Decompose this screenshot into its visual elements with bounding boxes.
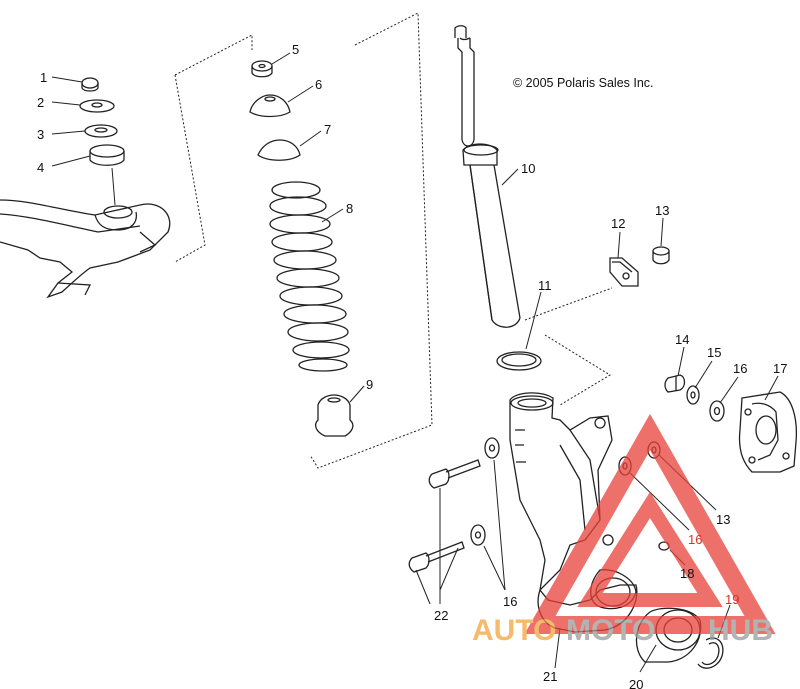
label-16-middle: 16 <box>688 532 702 547</box>
label-6: 6 <box>315 77 322 92</box>
watermark-text-moto: MOTO <box>566 614 655 647</box>
coil-spring-8 <box>269 181 350 372</box>
part-labels: 1 2 3 4 5 6 7 8 9 10 11 12 13 14 15 16 1… <box>37 42 787 689</box>
watermark-logo-triangle <box>524 413 776 634</box>
label-14: 14 <box>675 332 689 347</box>
label-16-right: 16 <box>733 361 747 376</box>
label-3: 3 <box>37 127 44 142</box>
label-16-left: 16 <box>503 594 517 609</box>
label-21: 21 <box>543 669 557 684</box>
bolt-22-lower <box>408 541 465 573</box>
snap-ring-19 <box>697 637 724 669</box>
label-12: 12 <box>611 216 625 231</box>
label-2: 2 <box>37 95 44 110</box>
label-10: 10 <box>521 161 535 176</box>
nut-5 <box>251 60 273 78</box>
spring-seat-7 <box>257 139 301 161</box>
assembly-guide-line <box>544 334 611 406</box>
label-8: 8 <box>346 201 353 216</box>
o-ring-11 <box>496 351 542 371</box>
label-15: 15 <box>707 345 721 360</box>
nut-1 <box>81 77 99 92</box>
assembly-guide-line <box>174 34 253 76</box>
label-5: 5 <box>292 42 299 57</box>
retainer-6 <box>249 94 291 118</box>
strut-10 <box>454 25 521 328</box>
clip-12 <box>609 257 639 287</box>
label-11: 11 <box>538 278 552 293</box>
copyright-text: © 2005 Polaris Sales Inc. <box>513 76 654 90</box>
label-19: 19 <box>725 592 739 607</box>
label-20: 20 <box>629 677 643 689</box>
washer-16-right <box>709 400 725 422</box>
assembly-guide-line <box>309 12 433 469</box>
label-13-upper: 13 <box>655 203 669 218</box>
washer-2 <box>79 99 115 113</box>
label-7: 7 <box>324 122 331 137</box>
washer-16-left-upper <box>484 437 500 459</box>
bushing-4 <box>89 144 125 166</box>
leader-lines <box>51 52 779 673</box>
leader-line <box>111 167 116 206</box>
label-13-lower: 13 <box>716 512 730 527</box>
bolt-22-upper <box>428 459 481 489</box>
washer-15 <box>686 385 700 405</box>
label-22: 22 <box>434 608 448 623</box>
label-4: 4 <box>37 160 44 175</box>
label-1: 1 <box>40 70 47 85</box>
label-9: 9 <box>366 377 373 392</box>
assembly-guide-line <box>524 287 613 321</box>
assembly-guide-line <box>174 74 206 263</box>
autotmotohub-watermark: AUTO MOTO HUB <box>472 413 776 647</box>
caliper-17 <box>738 391 798 473</box>
watermark-text-hub: HUB <box>708 614 773 647</box>
label-18: 18 <box>680 566 694 581</box>
washer-3 <box>84 124 118 138</box>
bolt-14 <box>664 374 686 393</box>
watermark-text-auto: AUTO <box>472 614 556 647</box>
nut-13-upper <box>652 246 670 265</box>
label-17: 17 <box>773 361 787 376</box>
washer-16-left-lower <box>470 524 486 546</box>
frame-mount <box>0 199 171 299</box>
bump-stop-9 <box>314 394 354 437</box>
